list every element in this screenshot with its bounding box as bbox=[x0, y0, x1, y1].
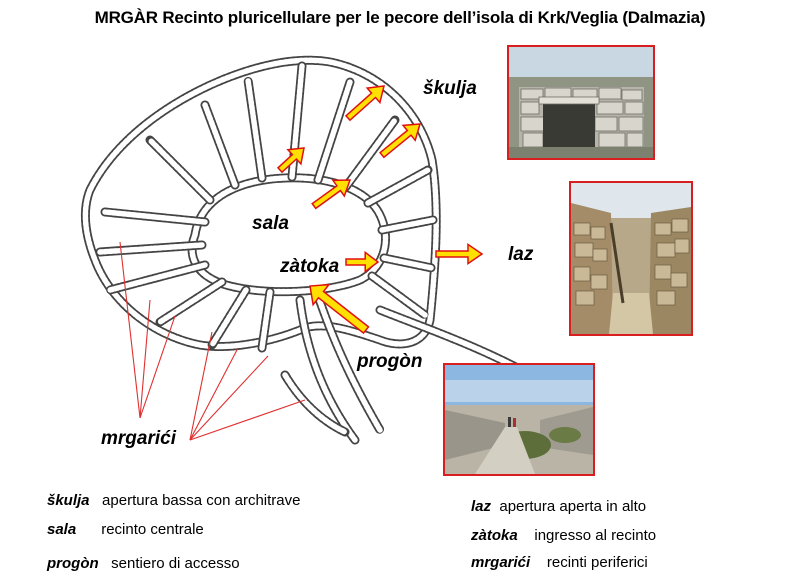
wall-lower-core bbox=[282, 372, 348, 435]
legend-term: zàtoka bbox=[471, 527, 518, 544]
pointer-line-0 bbox=[119, 241, 141, 419]
wall-radial-3-core bbox=[157, 279, 225, 325]
wall-progon-right-core bbox=[315, 293, 383, 433]
legend-term: progòn bbox=[47, 555, 99, 572]
wall-radial-13-core bbox=[379, 217, 436, 233]
wall-outer-core bbox=[82, 57, 439, 350]
wall-radial-15-core bbox=[369, 273, 428, 318]
legend-desc: ingresso al recinto bbox=[534, 527, 657, 544]
pointer-line-4 bbox=[189, 347, 239, 441]
legend-desc: recinto centrale bbox=[101, 521, 204, 538]
wall-radial-1-core bbox=[97, 242, 205, 255]
legend-term: mrgarići bbox=[471, 554, 531, 571]
wall-radial-5-core bbox=[259, 289, 273, 351]
legend-desc: apertura bassa con architrave bbox=[102, 492, 301, 509]
wall-radial-14-core bbox=[381, 255, 435, 271]
wall-radial-4-core bbox=[209, 287, 249, 348]
legend-term: laz bbox=[471, 498, 492, 515]
pointer-line-5 bbox=[189, 355, 269, 441]
pointer-line-3 bbox=[189, 331, 213, 441]
pointer-line-6 bbox=[189, 399, 306, 441]
stone-walls bbox=[81, 55, 553, 445]
label-sala: sala bbox=[252, 213, 289, 234]
label-laz: laz bbox=[508, 244, 534, 265]
legend-item-zatoka: zàtoka ingresso al recinto bbox=[471, 527, 656, 544]
legend-desc: sentiero di accesso bbox=[111, 555, 240, 572]
arrow-skulja-2 bbox=[344, 85, 385, 122]
arrow-progon bbox=[309, 283, 370, 335]
wall-radial-0-core bbox=[102, 209, 208, 225]
arrow-skulja-1 bbox=[276, 147, 305, 174]
legend-desc: recinti periferici bbox=[546, 554, 648, 571]
photo-skulja bbox=[507, 45, 655, 160]
legend-item-progon: progòn sentiero di accesso bbox=[47, 555, 240, 572]
legend-item-skulja: škulja apertura bassa con architrave bbox=[47, 492, 301, 509]
arrow-zatoka bbox=[345, 250, 380, 274]
legend-item-mrgarici: mrgarići recinti periferici bbox=[471, 554, 648, 571]
label-zatoka: zàtoka bbox=[280, 256, 340, 277]
wall-radial-7-core bbox=[202, 102, 238, 188]
legend-desc: apertura aperta in alto bbox=[499, 498, 647, 515]
legend-term: škulja bbox=[47, 492, 90, 509]
label-skulja: škulja bbox=[423, 78, 477, 99]
arrows bbox=[276, 85, 484, 335]
wall-outer bbox=[81, 55, 441, 351]
legend-item-laz: laz apertura aperta in alto bbox=[471, 498, 646, 515]
photo-laz bbox=[569, 181, 693, 336]
pointer-line-2 bbox=[139, 315, 176, 419]
wall-radial-11-core bbox=[342, 117, 398, 191]
wall-radial-10-core bbox=[315, 79, 353, 183]
wall-radial-2-core bbox=[107, 262, 208, 293]
label-mrgarici: mrgarići bbox=[101, 428, 176, 449]
arrow-laz bbox=[435, 242, 484, 266]
wall-progon-left-core bbox=[297, 297, 358, 443]
legend-item-sala: sala recinto centrale bbox=[47, 521, 204, 538]
label-progon: progòn bbox=[357, 351, 423, 372]
photo-progon bbox=[443, 363, 595, 476]
wall-radial-6-core bbox=[147, 137, 213, 203]
wall-radial-12-core bbox=[365, 167, 431, 206]
legend-term: sala bbox=[47, 521, 77, 538]
wall-radial-8-core bbox=[245, 77, 265, 181]
arrow-skulja-4 bbox=[311, 179, 352, 210]
pointer-lines bbox=[119, 241, 306, 441]
figure-title: MRGÀR Recinto pluricellulare per le peco… bbox=[94, 8, 706, 27]
pointer-line-1 bbox=[139, 299, 151, 419]
arrow-skulja-3 bbox=[379, 123, 422, 159]
